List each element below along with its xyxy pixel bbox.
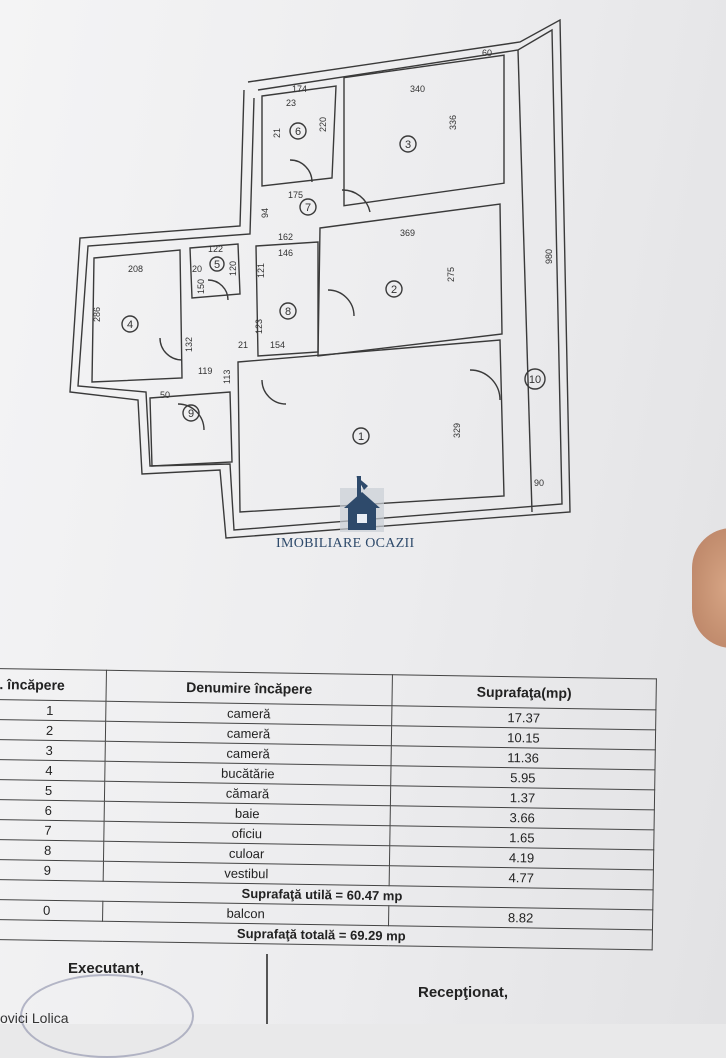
header-room-name: Denumire încăpere bbox=[105, 670, 393, 706]
room-number: 3 bbox=[405, 139, 411, 151]
room-marker-7 bbox=[299, 198, 317, 216]
room-number: 7 bbox=[305, 202, 311, 214]
dimension-label: 20 bbox=[192, 264, 202, 274]
dimension-label: 90 bbox=[534, 478, 544, 488]
room-nr: 2 bbox=[0, 719, 106, 742]
room-6-outline bbox=[261, 85, 337, 187]
room-9-outline bbox=[149, 391, 233, 467]
door-arc bbox=[177, 403, 205, 431]
room-nr: 7 bbox=[0, 819, 105, 842]
door-arc bbox=[207, 279, 229, 301]
dimension-label: 120 bbox=[228, 261, 238, 276]
dimension-label: 60 bbox=[482, 48, 492, 58]
door-arc bbox=[327, 289, 355, 317]
dimension-label: 132 bbox=[184, 337, 194, 352]
room-4-outline bbox=[91, 249, 183, 383]
balcony-wall bbox=[517, 49, 533, 513]
dimension-label: 146 bbox=[278, 248, 293, 258]
dimension-label: 50 bbox=[160, 390, 170, 400]
dimension-label: 162 bbox=[278, 232, 293, 242]
dimension-label: 21 bbox=[238, 340, 248, 350]
room-5-outline bbox=[189, 243, 241, 299]
room-number: 2 bbox=[391, 284, 397, 296]
dimension-label: 175 bbox=[288, 190, 303, 200]
room-marker-6 bbox=[289, 122, 307, 140]
dimension-label: 369 bbox=[400, 228, 415, 238]
room-marker-4 bbox=[121, 315, 139, 333]
room-number: 1 bbox=[358, 431, 364, 443]
room-marker-2 bbox=[385, 280, 403, 298]
room-marker-8 bbox=[279, 302, 297, 320]
room-marker-1 bbox=[352, 427, 370, 445]
room-2-outline bbox=[317, 203, 503, 357]
dimension-label: 94 bbox=[260, 208, 270, 218]
area-table-wrapper: r. încăpere Denumire încăpere Suprafaţa(… bbox=[0, 668, 662, 950]
dimension-label: 174 bbox=[292, 84, 307, 94]
dimension-label: 119 bbox=[198, 366, 212, 376]
door-arc bbox=[469, 369, 501, 401]
executant-label: Executant, bbox=[68, 960, 144, 977]
outer-wall bbox=[69, 18, 571, 539]
dimension-label: 336 bbox=[448, 115, 458, 130]
dimension-label: 275 bbox=[446, 267, 456, 282]
room-marker-9 bbox=[182, 404, 200, 422]
room-nr: 4 bbox=[0, 759, 106, 782]
door-arc bbox=[261, 379, 287, 405]
watermark-text: IMOBILIARE OCAZII bbox=[276, 536, 415, 551]
room-number: 10 bbox=[529, 374, 541, 386]
finger bbox=[692, 528, 726, 648]
room-nr: 0 bbox=[0, 899, 103, 922]
dimension-label: 154 bbox=[270, 340, 285, 350]
door-arc bbox=[341, 189, 371, 213]
door-arc bbox=[159, 337, 183, 361]
divider bbox=[266, 954, 268, 1024]
dimension-label: 340 bbox=[410, 84, 425, 94]
dimension-label: 208 bbox=[128, 264, 143, 274]
room-nr: 5 bbox=[0, 779, 105, 802]
room-nr: 9 bbox=[0, 859, 104, 882]
room-nr: 8 bbox=[0, 839, 104, 862]
dimension-label: 123 bbox=[254, 319, 264, 334]
area-table: r. încăpere Denumire încăpere Suprafaţa(… bbox=[0, 668, 657, 950]
room-number: 9 bbox=[188, 408, 194, 420]
door-arc bbox=[289, 159, 313, 183]
receptionat-label: Recepţionat, bbox=[418, 984, 509, 1001]
room-number: 6 bbox=[295, 126, 301, 138]
dimension-label: 286 bbox=[92, 307, 102, 322]
header-area: Suprafaţa(mp) bbox=[391, 674, 657, 710]
dimension-label: 21 bbox=[272, 128, 282, 138]
room-marker-3 bbox=[399, 135, 417, 153]
room-1-outline bbox=[237, 339, 505, 513]
dimension-label: 113 bbox=[222, 370, 232, 384]
house-logo-icon bbox=[340, 476, 384, 532]
room-number: 4 bbox=[127, 319, 133, 331]
dimension-label: 121 bbox=[256, 263, 266, 278]
room-marker-5 bbox=[209, 256, 225, 272]
room-nr: 6 bbox=[0, 799, 105, 822]
dimension-label: 220 bbox=[318, 117, 328, 132]
outer-wall-inner bbox=[77, 28, 563, 531]
signature-footer: Executant, Recepţionat, ovici Lolica bbox=[0, 954, 726, 1058]
room-number: 8 bbox=[285, 306, 291, 318]
room-nr: 1 bbox=[0, 699, 106, 722]
signature-name: ovici Lolica bbox=[0, 1010, 69, 1026]
dimension-label: 23 bbox=[286, 98, 296, 108]
header-room-nr: r. încăpere bbox=[0, 668, 107, 702]
dimension-label: 150 bbox=[196, 279, 206, 294]
dimension-label: 980 bbox=[544, 249, 554, 264]
room-marker-10 bbox=[524, 368, 546, 390]
room-nr: 3 bbox=[0, 739, 106, 762]
floor-plan: 1 2 3 4 5 6 7 8 9 10 174 23 220 21 340 3… bbox=[69, 18, 571, 539]
room-number: 5 bbox=[214, 259, 220, 271]
dimension-label: 122 bbox=[208, 244, 223, 254]
room-8-outline bbox=[255, 241, 319, 357]
room-3-outline bbox=[343, 54, 505, 207]
dimension-label: 329 bbox=[452, 423, 462, 438]
